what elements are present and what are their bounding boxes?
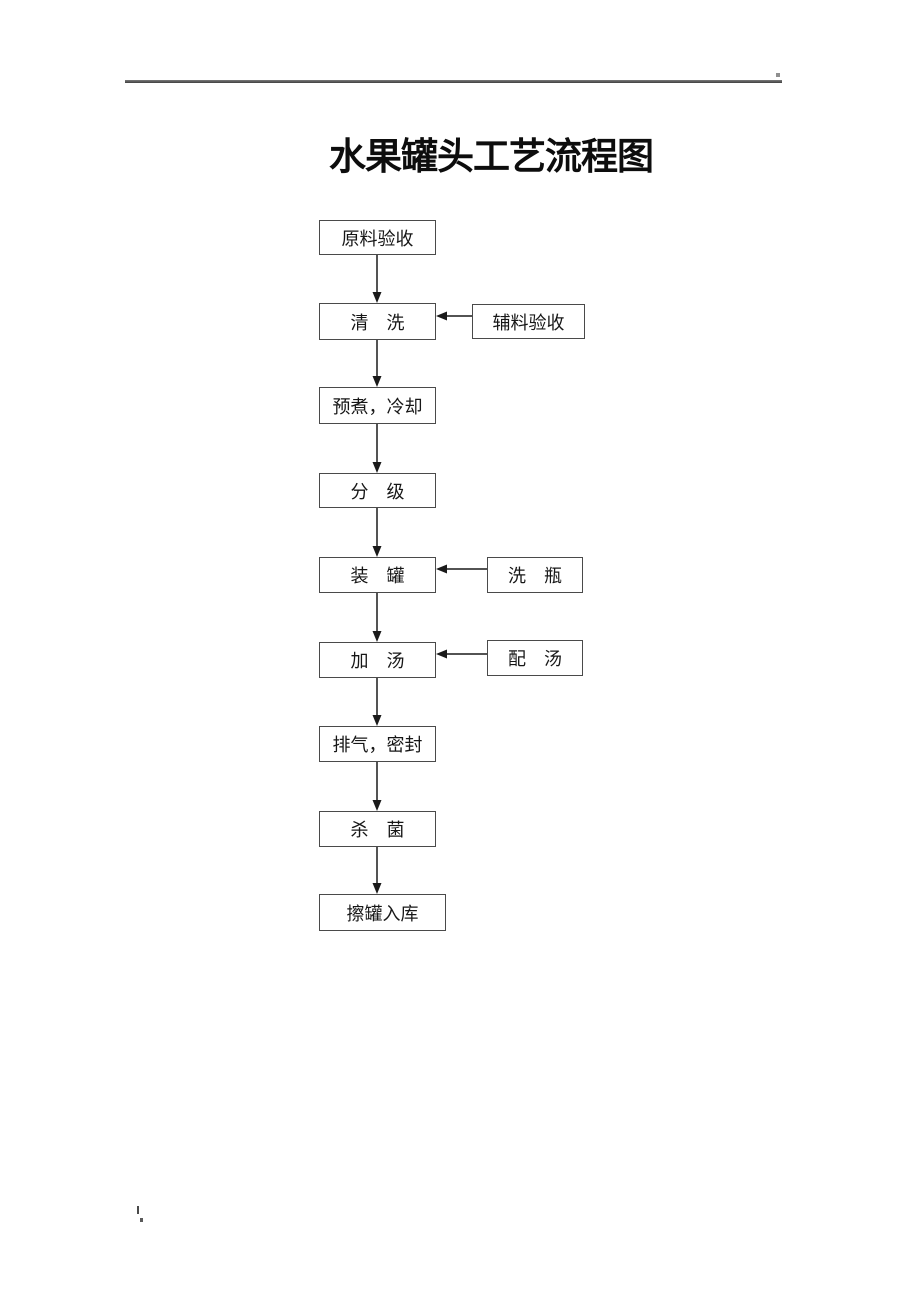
stray-mark-bottom-left-1 bbox=[137, 1206, 139, 1214]
side-step-auxiliary-material-acceptance: 辅料验收 bbox=[472, 304, 585, 339]
arrow-left-syrup-preparation bbox=[436, 649, 487, 659]
header-rule-line bbox=[125, 80, 782, 83]
arrow-down-1 bbox=[372, 255, 382, 303]
side-step-bottle-washing: 洗 瓶 bbox=[487, 557, 583, 593]
arrow-down-8 bbox=[372, 847, 382, 894]
flow-step-sterilization: 杀 菌 bbox=[319, 811, 436, 847]
arrow-down-3 bbox=[372, 424, 382, 473]
arrow-down-4 bbox=[372, 508, 382, 557]
arrow-left-bottle-washing bbox=[436, 564, 487, 574]
arrow-down-5 bbox=[372, 593, 382, 642]
page-title: 水果罐头工艺流程图 bbox=[329, 136, 654, 178]
side-step-syrup-preparation: 配 汤 bbox=[487, 640, 583, 676]
flow-step-can-filling: 装 罐 bbox=[319, 557, 436, 593]
arrow-left-auxiliary-acceptance bbox=[436, 311, 472, 321]
flow-step-precook-cooling: 预煮，冷却 bbox=[319, 387, 436, 424]
flow-step-add-syrup: 加 汤 bbox=[319, 642, 436, 678]
flow-step-wipe-and-store: 擦罐入库 bbox=[319, 894, 446, 931]
arrow-down-2 bbox=[372, 340, 382, 387]
flow-step-grading: 分 级 bbox=[319, 473, 436, 508]
stray-mark-top-right bbox=[776, 73, 780, 77]
arrow-down-6 bbox=[372, 678, 382, 726]
flow-step-exhaust-sealing: 排气，密封 bbox=[319, 726, 436, 762]
arrow-down-7 bbox=[372, 762, 382, 811]
flow-step-raw-material-acceptance: 原料验收 bbox=[319, 220, 436, 255]
flow-step-cleaning: 清 洗 bbox=[319, 303, 436, 340]
stray-mark-bottom-left-2 bbox=[140, 1218, 143, 1222]
